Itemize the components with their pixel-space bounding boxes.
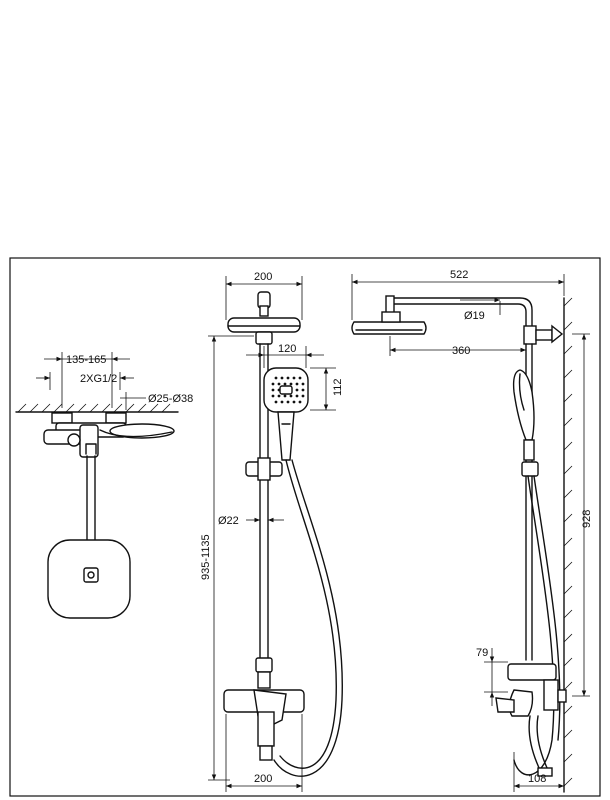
dim-rail-diameter: Ø22 bbox=[218, 515, 239, 527]
dim-arm-to-wall: 360 bbox=[452, 345, 470, 357]
dim-mixer-width: 200 bbox=[254, 773, 272, 785]
front-view: 200 935-1135 120 112 bbox=[200, 271, 344, 792]
dim-spout-projection: 108 bbox=[528, 773, 546, 785]
dim-total-height: 935-1135 bbox=[200, 534, 212, 580]
dim-hand-shower-width: 120 bbox=[278, 343, 296, 355]
dim-spout-height: 79 bbox=[476, 647, 488, 659]
dim-thread: 2XG1/2 bbox=[80, 373, 117, 385]
dim-rail-height: 928 bbox=[581, 510, 593, 528]
dim-arm-reach: 522 bbox=[450, 269, 468, 281]
wall-hatch-top bbox=[17, 403, 171, 413]
dim-inlet-spacing: 135-165 bbox=[66, 354, 106, 366]
dim-hand-shower-height: 112 bbox=[332, 378, 344, 396]
dim-arm-diameter: Ø19 bbox=[464, 310, 485, 322]
dim-head-width-front: 200 bbox=[254, 271, 272, 283]
plan-view: 135-165 2XG1/2 Ø25-Ø38 bbox=[15, 352, 193, 619]
dim-pipe-diameter: Ø25-Ø38 bbox=[148, 393, 193, 405]
wall-hatch-side bbox=[563, 297, 573, 787]
side-view: 522 Ø19 360 928 bbox=[351, 269, 593, 793]
drawing-frame bbox=[9, 257, 601, 797]
